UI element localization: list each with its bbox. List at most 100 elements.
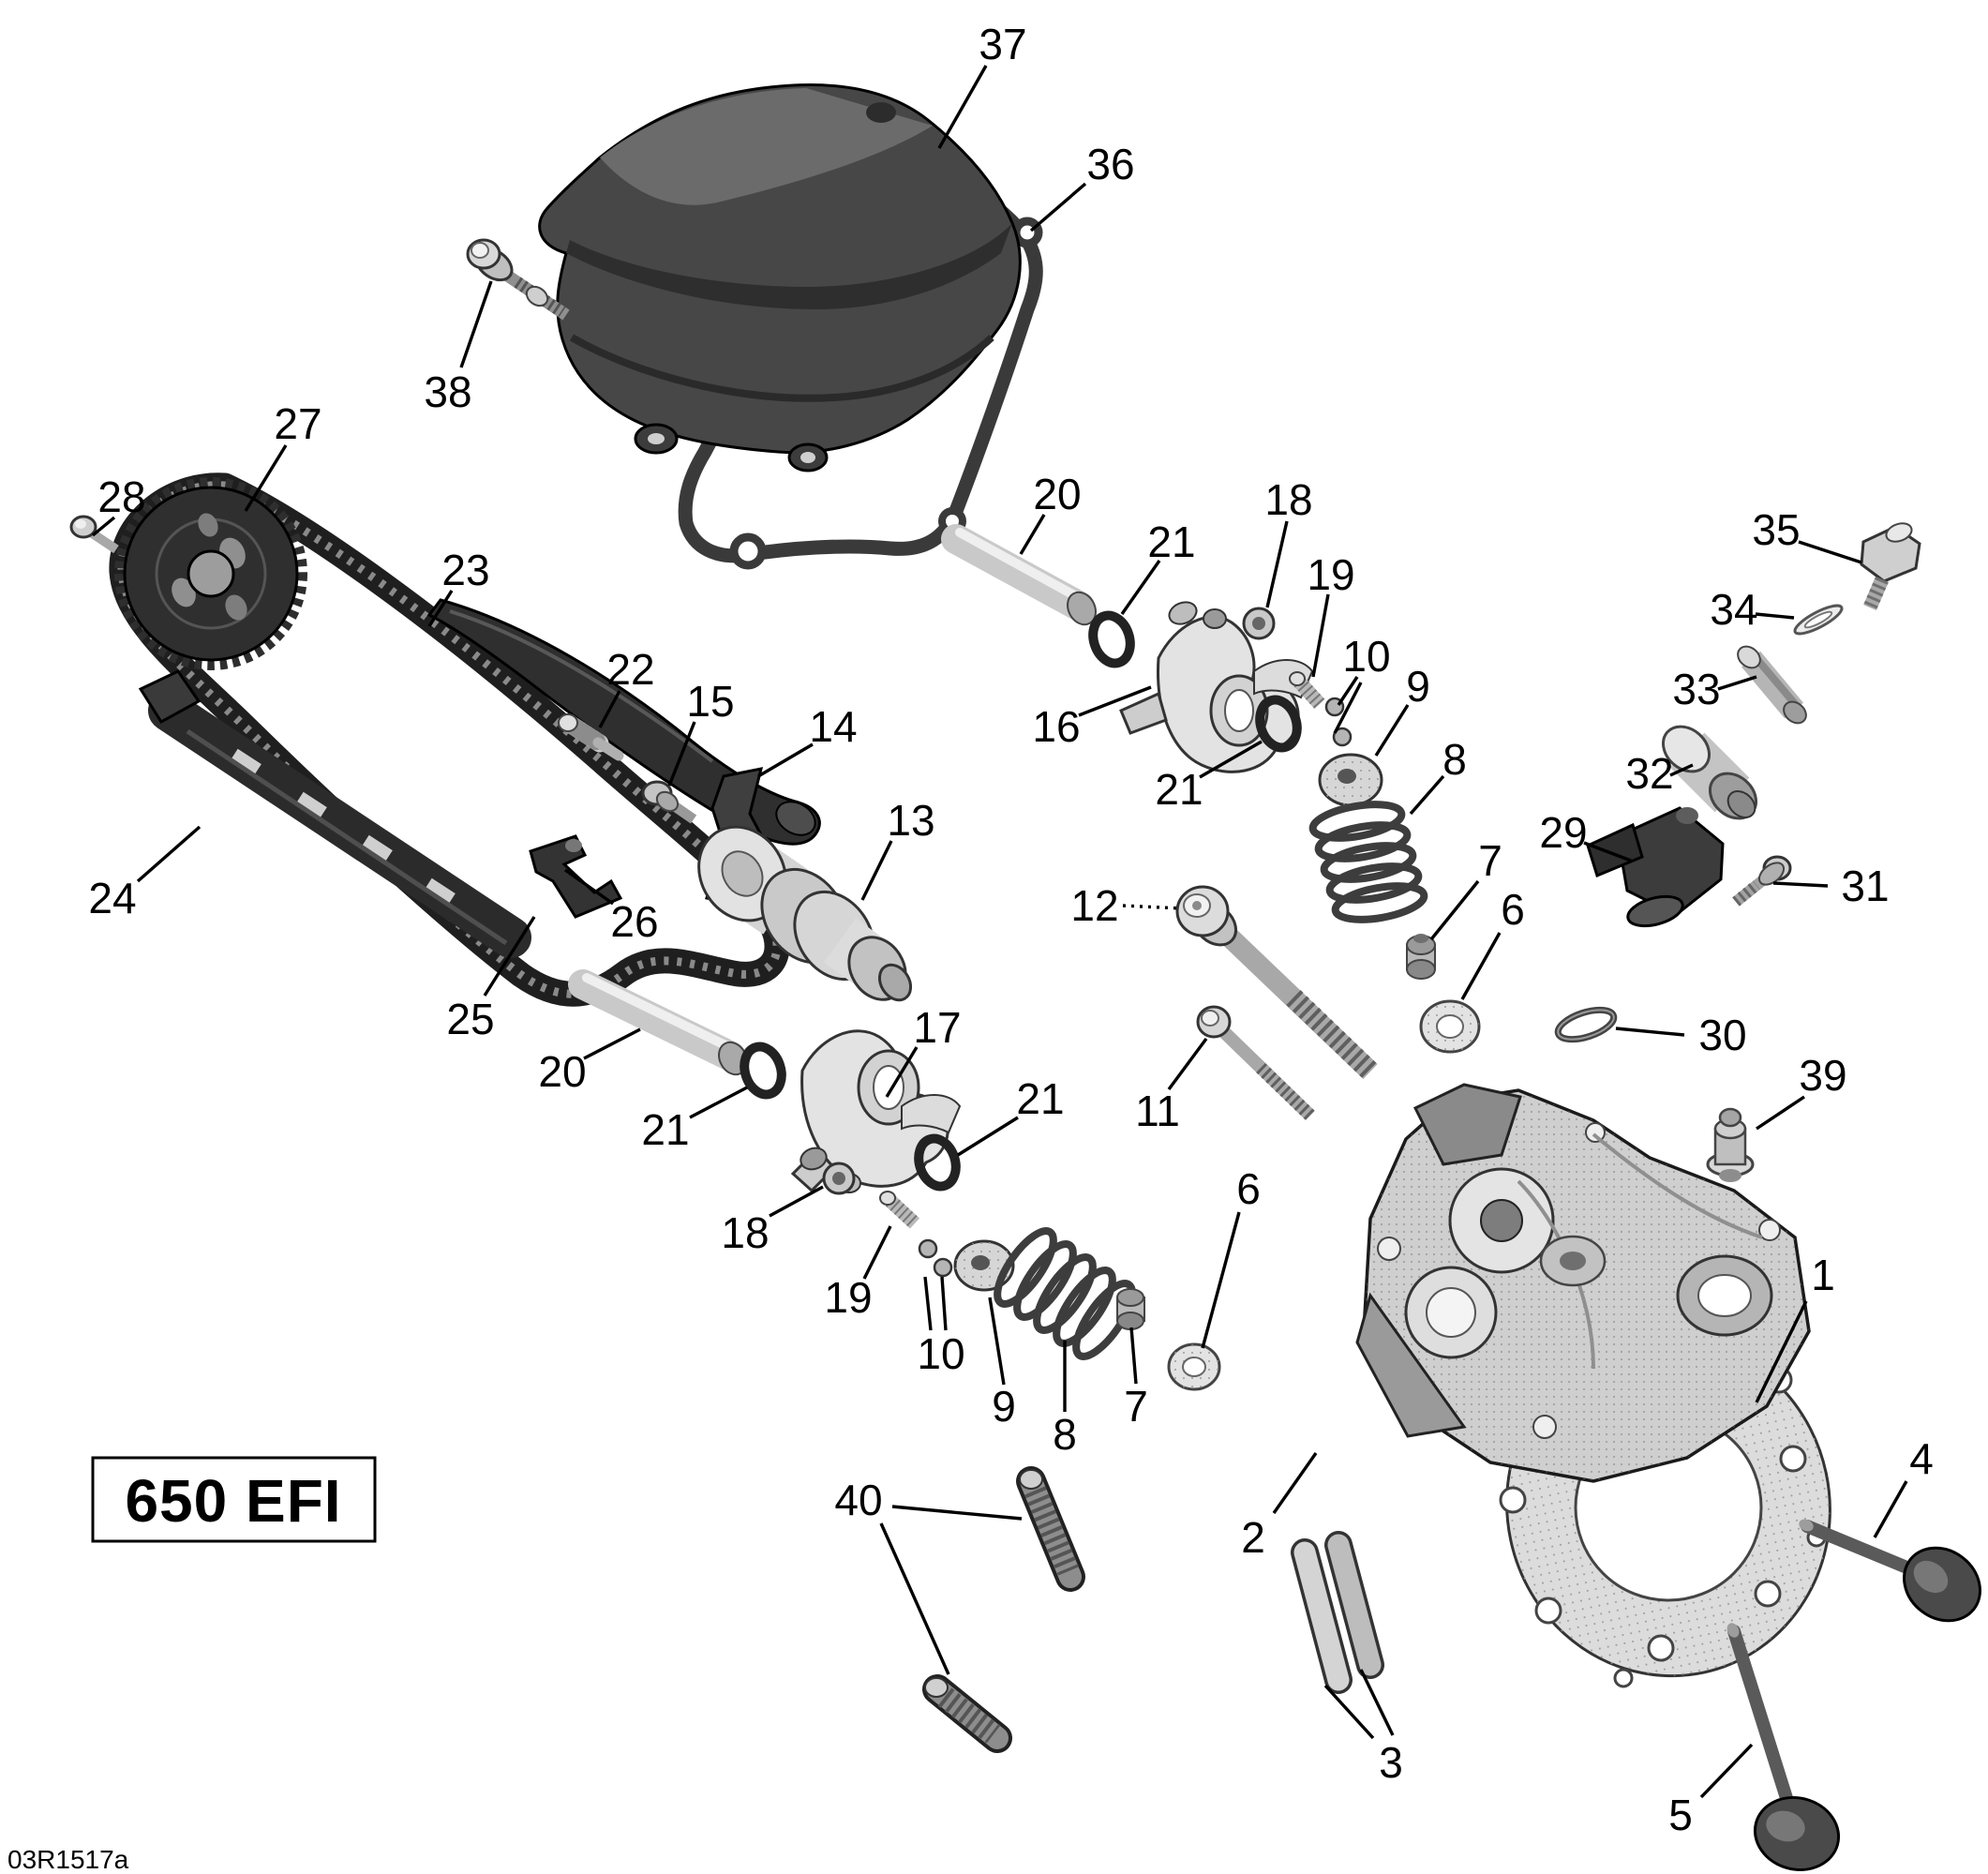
callout-17: 17 xyxy=(885,1003,962,1098)
spring-retainer-exhaust xyxy=(953,1239,1015,1292)
model-badge-text: 650 EFI xyxy=(125,1467,341,1535)
callout-number-33: 33 xyxy=(1672,665,1720,713)
callout-number-32: 32 xyxy=(1625,749,1673,798)
callout-15: 15 xyxy=(667,677,735,787)
callout-leader-7 xyxy=(1129,1327,1138,1385)
adjuster-nut-intake xyxy=(1242,607,1276,640)
spring-retainer-intake xyxy=(1318,753,1383,807)
callout-4: 4 xyxy=(1873,1434,1934,1538)
callout-13: 13 xyxy=(860,796,935,901)
callout-40: 40 xyxy=(834,1476,1023,1675)
rocker-shaft-intake xyxy=(941,524,1097,626)
callout-number-34: 34 xyxy=(1710,585,1757,634)
callout-leader-31 xyxy=(1772,881,1829,888)
callout-23: 23 xyxy=(427,546,490,627)
callout-leader-37 xyxy=(937,65,988,149)
callout-39: 39 xyxy=(1756,1051,1847,1131)
callout-number-22: 22 xyxy=(606,645,654,694)
callout-number-1: 1 xyxy=(1811,1251,1835,1299)
callout-leader-34 xyxy=(1755,612,1795,620)
valve-keepers-exhaust xyxy=(918,1238,953,1278)
callout-19: 19 xyxy=(1307,550,1355,678)
callout-leader-28 xyxy=(91,516,116,537)
callout-number-27: 27 xyxy=(274,399,321,448)
model-badge-box xyxy=(91,1456,377,1543)
valve-keepers-intake xyxy=(1324,697,1353,747)
rocker-shaft-exhaust xyxy=(568,969,748,1076)
callout-leader-8 xyxy=(1409,774,1445,816)
callout-leader-16 xyxy=(1078,685,1152,717)
callout-number-21: 21 xyxy=(1147,517,1195,566)
o-ring-exhaust-right xyxy=(914,1133,961,1192)
callout-35: 35 xyxy=(1752,505,1862,564)
callout-21: 21 xyxy=(641,1086,748,1154)
callout-7: 7 xyxy=(1124,1327,1148,1431)
callout-16: 16 xyxy=(1032,685,1152,751)
callout-number-12: 12 xyxy=(1070,881,1118,930)
callout-leader-21 xyxy=(957,1116,1019,1157)
callout-leader-33 xyxy=(1717,675,1757,691)
callout-leader-21 xyxy=(1199,740,1263,779)
callout-leader-18 xyxy=(769,1185,824,1218)
o-ring-intake-left xyxy=(1088,610,1135,668)
callout-leader-19 xyxy=(862,1225,892,1280)
callout-number-9: 9 xyxy=(992,1382,1016,1431)
cam-sprocket xyxy=(114,477,307,670)
callout-31: 31 xyxy=(1772,862,1890,910)
tensioner-housing xyxy=(1586,806,1725,928)
callout-number-8: 8 xyxy=(1053,1410,1077,1459)
cylinder-head xyxy=(1355,1083,1811,1483)
callout-number-2: 2 xyxy=(1241,1513,1265,1562)
o-ring-exhaust-left xyxy=(740,1042,786,1100)
callout-leader-6 xyxy=(1201,1211,1241,1349)
callout-number-40: 40 xyxy=(834,1476,882,1524)
callout-8: 8 xyxy=(1053,1341,1077,1459)
callout-27: 27 xyxy=(244,399,322,512)
callout-number-4: 4 xyxy=(1909,1434,1934,1483)
callout-21: 21 xyxy=(1120,517,1196,615)
callout-number-11: 11 xyxy=(1135,1087,1180,1135)
callout-6: 6 xyxy=(1201,1164,1261,1349)
callout-number-26: 26 xyxy=(610,897,658,946)
callout-leader-18 xyxy=(1265,520,1289,608)
callout-leader-38 xyxy=(459,280,493,368)
chain-guide-upper xyxy=(426,598,821,846)
callout-number-19: 19 xyxy=(824,1273,872,1322)
callout-34: 34 xyxy=(1710,585,1795,634)
head-bolt-long xyxy=(1175,885,1378,1079)
callout-14: 14 xyxy=(757,702,858,778)
tensioner-bolt xyxy=(1732,855,1792,907)
stopper-pin xyxy=(558,713,624,761)
callout-number-37: 37 xyxy=(979,20,1026,68)
callout-32: 32 xyxy=(1625,749,1694,798)
callout-leader-7 xyxy=(1429,879,1480,941)
callout-6: 6 xyxy=(1460,885,1525,1000)
tensioner-pin xyxy=(1737,645,1807,725)
adjuster-nut-exhaust xyxy=(822,1162,856,1195)
callout-leader-2 xyxy=(1272,1452,1318,1514)
callout-number-16: 16 xyxy=(1032,702,1080,751)
callout-number-28: 28 xyxy=(97,472,145,521)
stem-seal-exhaust xyxy=(1116,1288,1145,1330)
callout-25: 25 xyxy=(446,916,536,1043)
spring-seat-exhaust xyxy=(1167,1342,1221,1391)
callout-number-10: 10 xyxy=(917,1329,964,1378)
valve-spring-intake xyxy=(1308,801,1428,923)
callout-30: 30 xyxy=(1615,1011,1747,1059)
callout-leader-10 xyxy=(923,1276,933,1331)
callout-leader-12 xyxy=(1122,904,1182,910)
callout-number-3: 3 xyxy=(1379,1738,1403,1787)
callout-36: 36 xyxy=(1029,140,1135,232)
rocker-arm-exhaust xyxy=(790,1029,962,1193)
callout-number-24: 24 xyxy=(88,874,136,922)
callout-number-21: 21 xyxy=(1016,1074,1064,1123)
exhaust-valve xyxy=(1726,1623,1841,1872)
callout-number-18: 18 xyxy=(721,1208,769,1257)
plate-bolt xyxy=(641,780,697,824)
callout-18: 18 xyxy=(721,1185,824,1257)
callout-leader-39 xyxy=(1756,1095,1805,1131)
callout-leader-22 xyxy=(598,690,621,728)
callout-number-17: 17 xyxy=(913,1003,961,1052)
